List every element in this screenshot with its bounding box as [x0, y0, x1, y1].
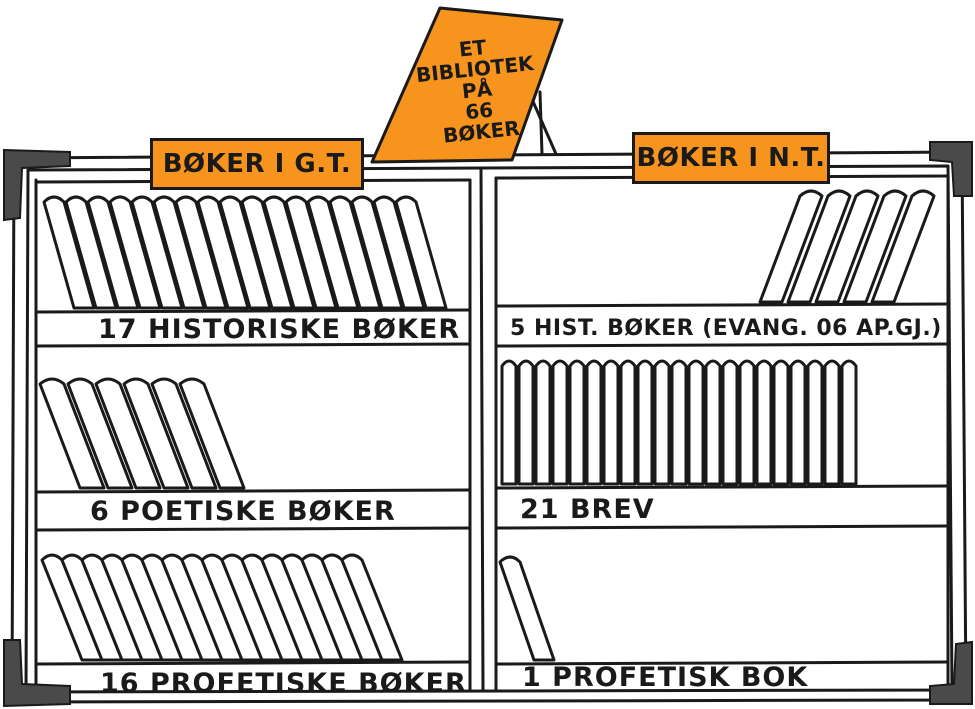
- book-spine: [723, 361, 737, 484]
- old-testament-sign-text: BØKER I G.T.: [163, 149, 352, 179]
- old-testament-sign: BØKER I G.T.: [150, 138, 364, 190]
- poster-line: BØKER: [442, 117, 521, 146]
- book-spine: [587, 361, 601, 484]
- book-spine: [621, 361, 635, 484]
- book-spine: [655, 361, 669, 484]
- book-spine: [706, 361, 720, 484]
- shelf-label-ot-poetic: 6 POETISKE BØKER: [90, 498, 396, 525]
- corner-bracket-top-right: [930, 142, 972, 196]
- book-spine: [604, 361, 618, 484]
- book-spine: [500, 557, 554, 660]
- book-spine: [808, 361, 822, 484]
- book-spine: [757, 361, 771, 484]
- new-testament-sign-text: BØKER I N.T.: [637, 143, 826, 173]
- shelf-label-nt-letters: 21 BREV: [520, 496, 655, 523]
- shelf-label-ot-historical: 17 HISTORISKE BØKER: [98, 316, 460, 343]
- cabinet-divider: [481, 170, 483, 690]
- book-spine: [740, 361, 754, 484]
- shelf-board-left-1: [36, 310, 470, 312]
- book-spine: [672, 361, 686, 484]
- book-spine: [842, 361, 856, 484]
- book-spine: [638, 361, 652, 484]
- book-spine: [536, 361, 550, 484]
- shelf-board-right-2b: [496, 526, 948, 528]
- shelf-board-right-1b: [496, 344, 948, 346]
- book-spine: [570, 361, 584, 484]
- book-spine: [502, 361, 516, 484]
- shelf-board-left-3: [36, 662, 470, 664]
- book-spine: [774, 361, 788, 484]
- poster-text: ET BIBLIOTEK PÅ 66 BØKER: [385, 7, 570, 174]
- new-testament-sign: BØKER I N.T.: [632, 132, 830, 184]
- book-spine: [689, 361, 703, 484]
- book-spine: [825, 361, 839, 484]
- shelf-label-nt-historical: 5 HIST. BØKER (EVANG. 06 AP.GJ.): [510, 318, 942, 340]
- book-spine: [553, 361, 567, 484]
- book-spine: [791, 361, 805, 484]
- shelf-board-right-2: [496, 486, 948, 488]
- shelf-board-left-2: [36, 490, 470, 492]
- shelf-board-right-1: [496, 304, 948, 306]
- book-spine: [519, 361, 533, 484]
- shelf-label-ot-prophetic: 16 PROFETISKE BØKER: [100, 670, 467, 697]
- shelf-label-nt-prophetic: 1 PROFETISK BOK: [522, 664, 808, 691]
- shelf-board-left-2b: [36, 528, 470, 530]
